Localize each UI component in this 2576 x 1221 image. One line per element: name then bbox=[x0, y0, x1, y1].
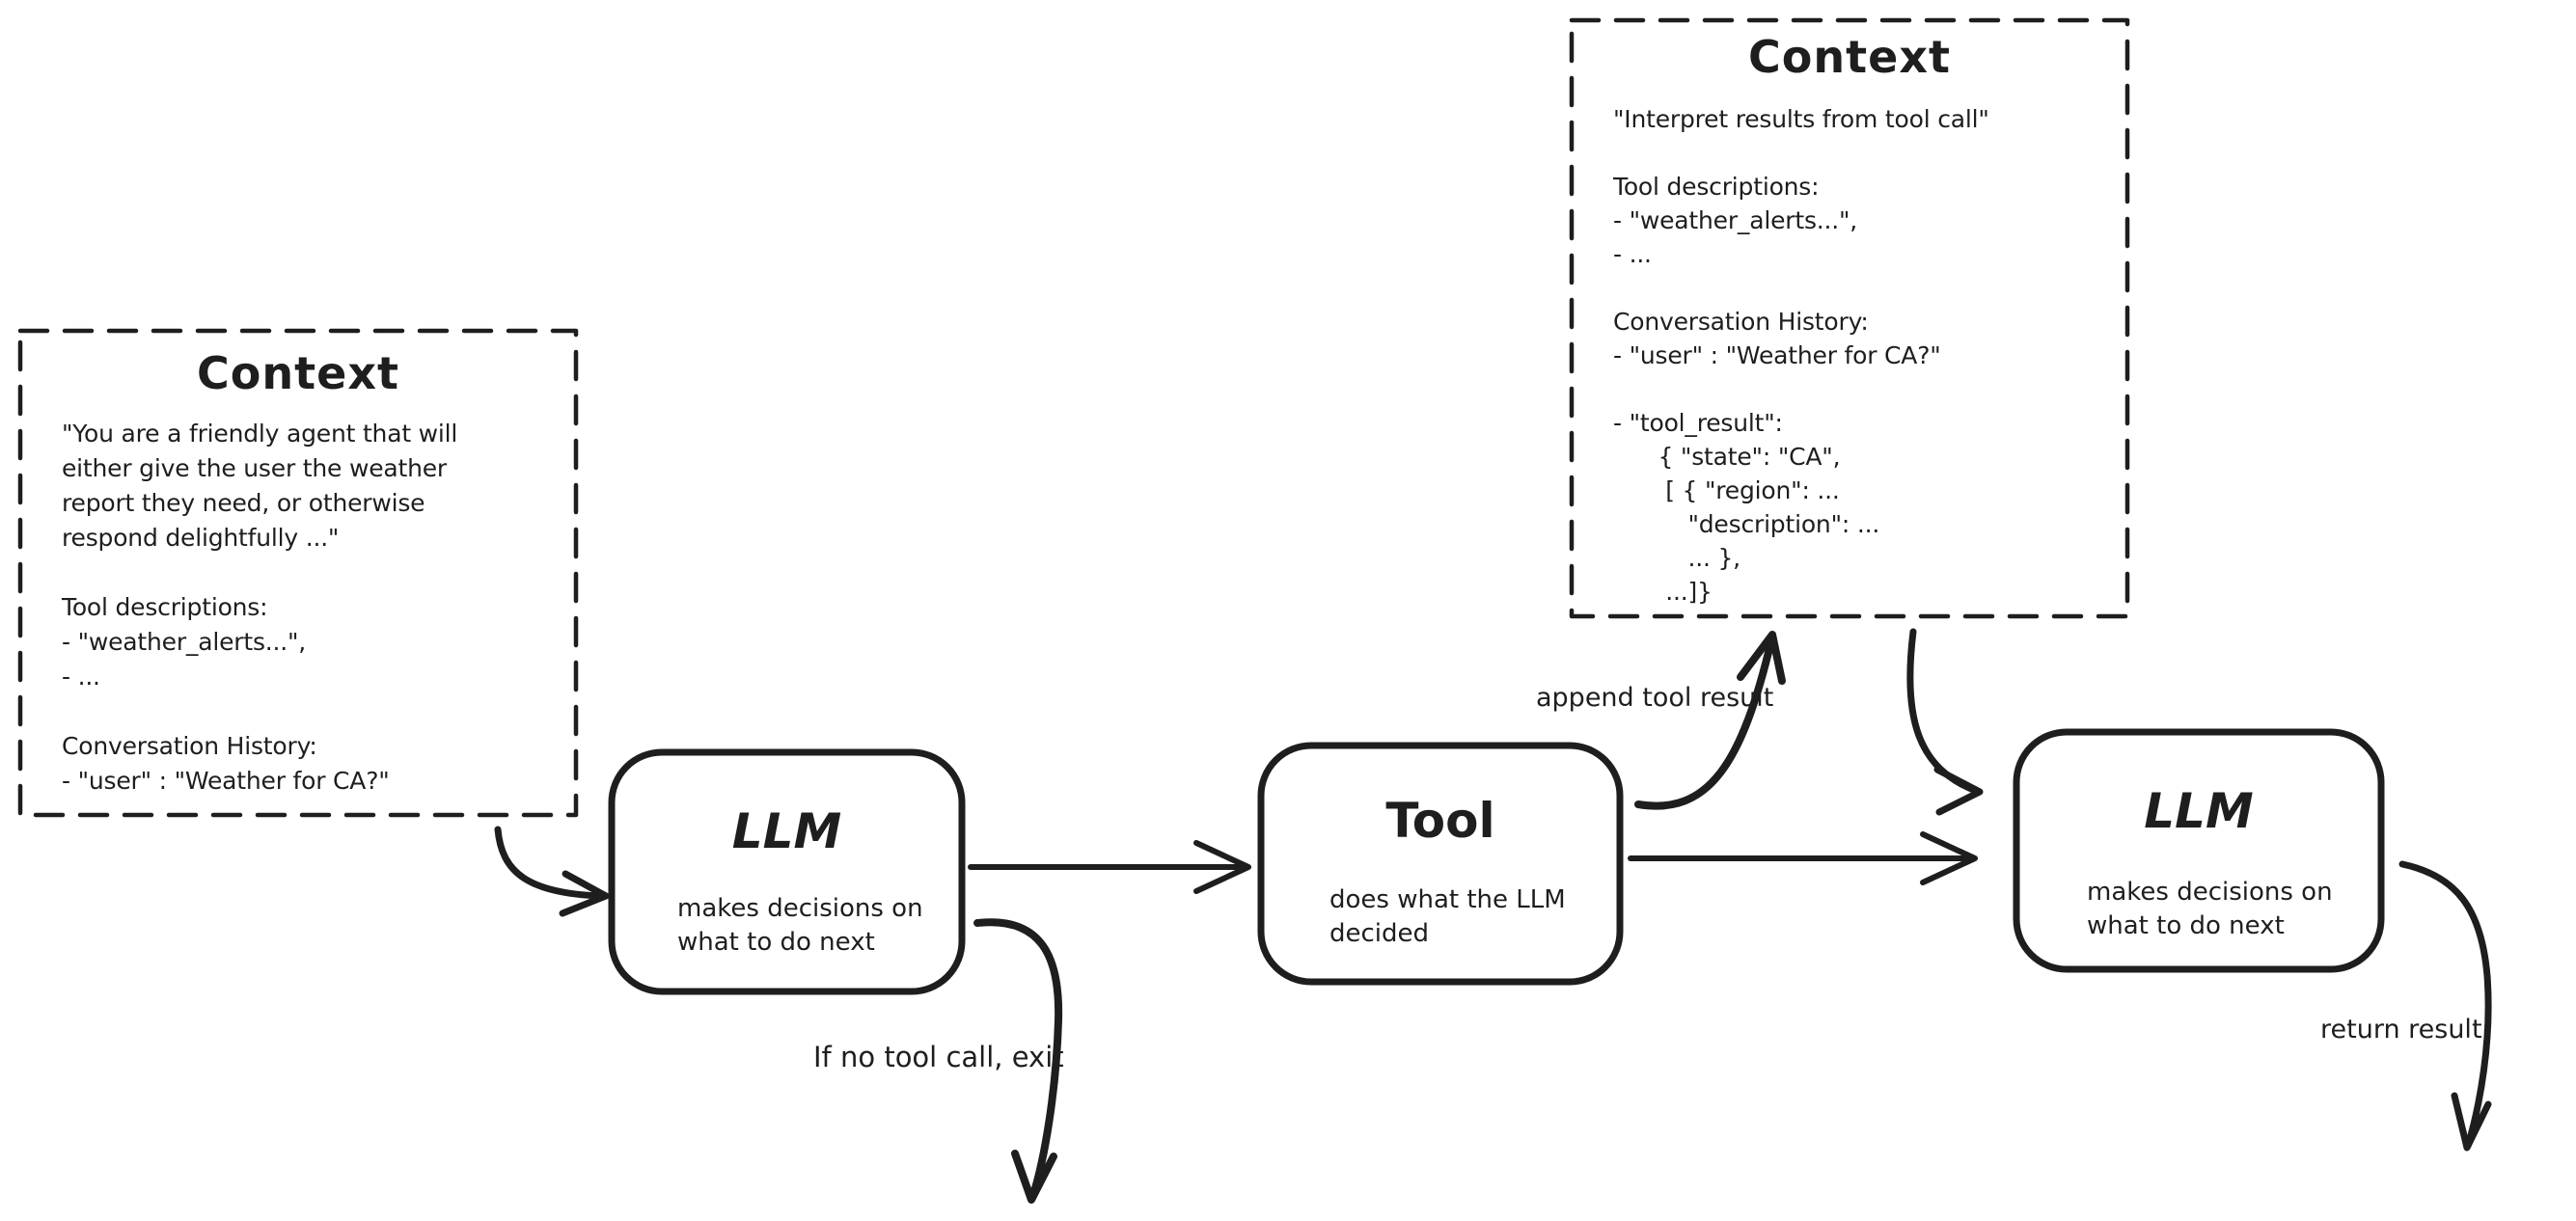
llm-first-subtitle: makes decisions on what to do next bbox=[677, 894, 923, 957]
tool-title: Tool bbox=[1385, 793, 1495, 849]
arrowhead-return-result bbox=[2451, 1092, 2492, 1152]
arrow-context-top-to-llm-second bbox=[1906, 628, 1980, 795]
arrowhead-context-top-to-llm-second bbox=[1933, 766, 1984, 816]
no-tool-call-exit-label: If no tool call, exit bbox=[813, 1041, 1064, 1073]
arrowhead-no-tool-call-exit bbox=[1011, 1150, 1057, 1204]
arrowhead-tool-to-llm-second bbox=[1920, 831, 1978, 885]
context-top-title: Context bbox=[1748, 31, 1951, 83]
context-left-box bbox=[17, 328, 579, 818]
context-top-box bbox=[1569, 17, 2130, 619]
tool-subtitle: does what the LLM decided bbox=[1329, 885, 1566, 948]
arrow-no-tool-call-exit bbox=[973, 918, 1063, 1202]
llm-second-node-box bbox=[2013, 728, 2385, 973]
llm-first-title: LLM bbox=[731, 803, 842, 859]
arrowhead-context-left-to-llm-first bbox=[559, 870, 610, 917]
context-left-body: "You are a friendly agent that will eith… bbox=[62, 420, 458, 795]
llm-second-subtitle: makes decisions on what to do next bbox=[2087, 878, 2333, 940]
llm-second-title: LLM bbox=[2144, 783, 2254, 839]
context-left-title: Context bbox=[197, 347, 399, 399]
append-tool-result-label: append tool result bbox=[1536, 683, 1774, 713]
arrow-return-result bbox=[2398, 860, 2492, 1150]
context-top-body: "Interpret results from tool call" Tool … bbox=[1613, 105, 1989, 606]
llm-first-node-box bbox=[608, 748, 966, 995]
return-result-label: return result bbox=[2320, 1015, 2482, 1045]
tool-node-box bbox=[1257, 742, 1624, 986]
arrow-context-left-to-llm-first bbox=[494, 826, 604, 900]
arrow-append-tool-result bbox=[1634, 637, 1775, 810]
arrowhead-llm-first-to-tool bbox=[1193, 840, 1251, 894]
arrowhead-append-tool-result bbox=[1737, 631, 1786, 685]
